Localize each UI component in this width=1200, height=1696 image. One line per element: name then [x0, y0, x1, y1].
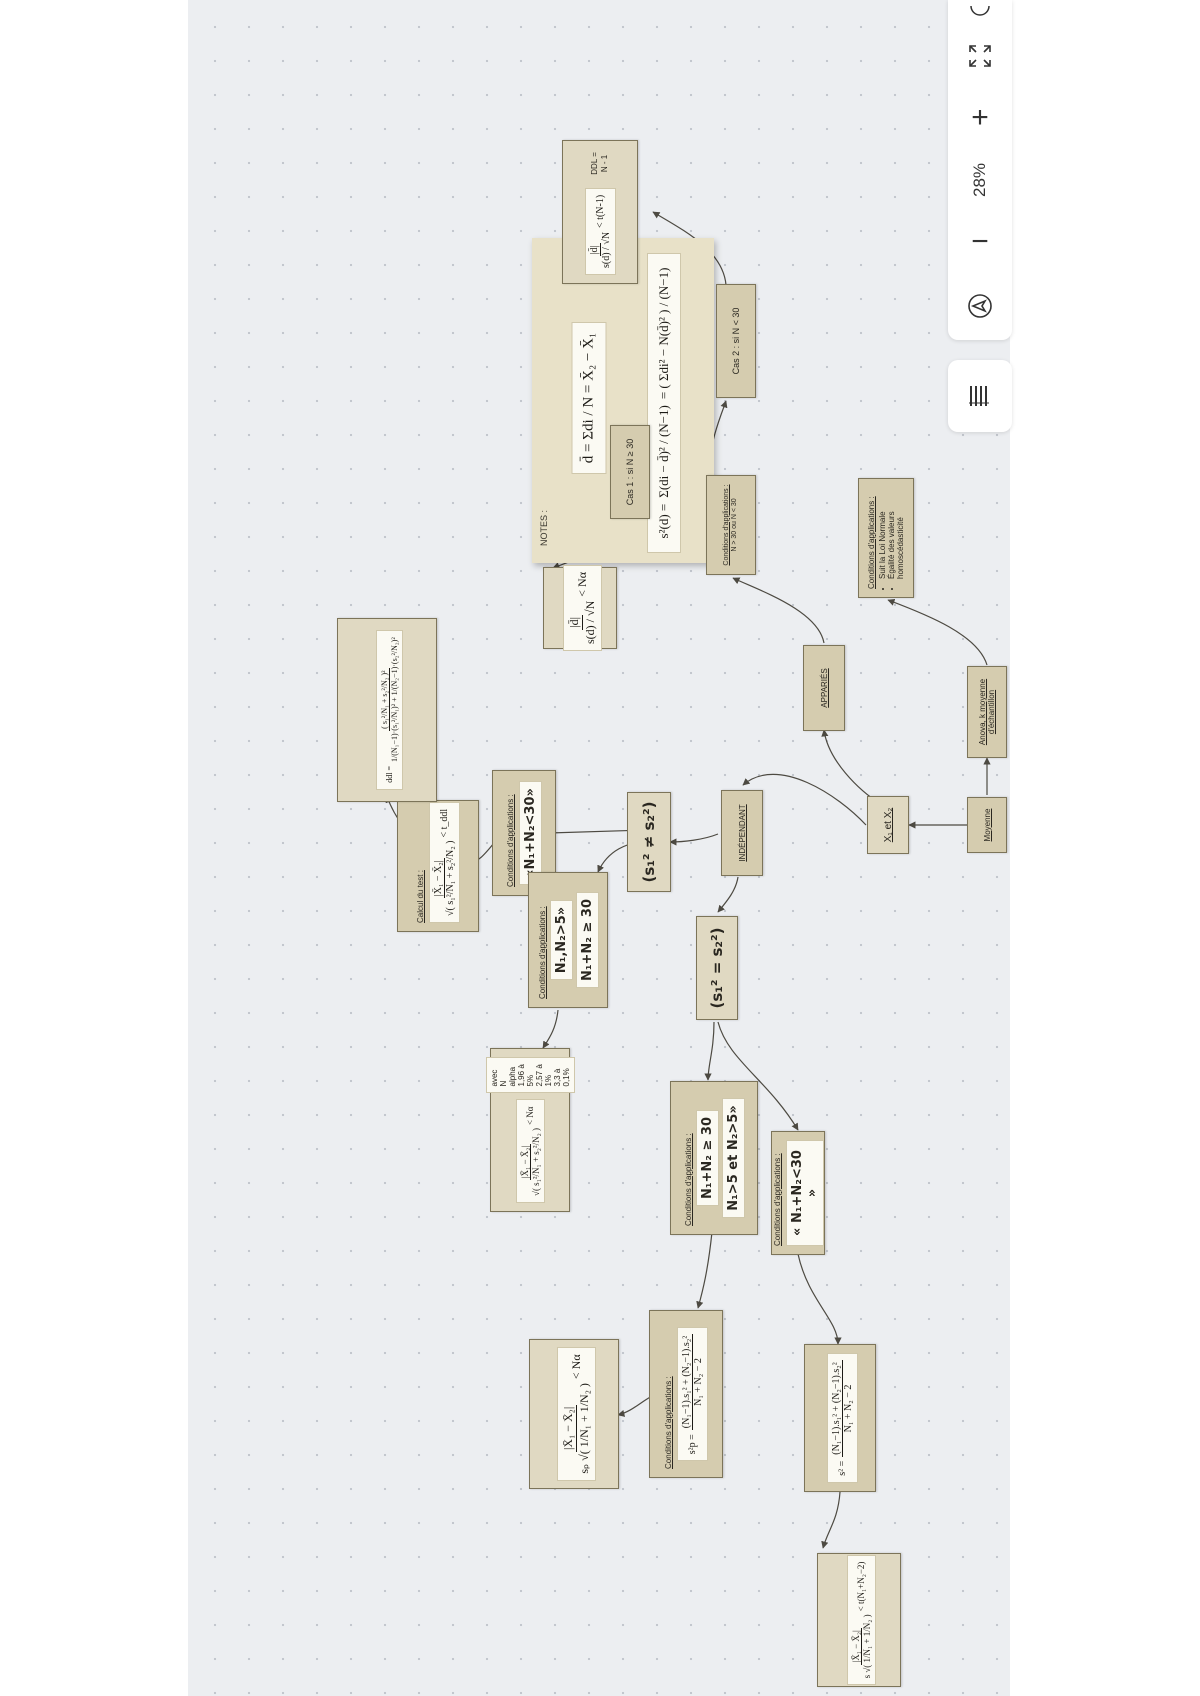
node-apparies-label: APPARIÉS	[819, 668, 829, 708]
calcul-test-label: Calcul du test :	[416, 870, 425, 923]
anova-conditions-list: Suit la Loi Normale Égalité des valeurs …	[878, 487, 905, 589]
node-anova[interactable]: Anova, k moyenne d'échantillon	[967, 666, 1007, 758]
alpha-row: 3,3 à 0,1%	[552, 1068, 571, 1087]
alpha-table-header: avec N alpha	[489, 1066, 517, 1087]
node-cas-2-formula[interactable]: |d̄|s(d) / √N < t(N-1) DDL = N - 1	[562, 140, 638, 284]
node-independant[interactable]: INDÉPENDANT	[721, 790, 763, 876]
node-apparies[interactable]: APPARIÉS	[803, 645, 845, 731]
node-conditions-c[interactable]: Conditions d'applications : N₁+N₂ ≥ 30 N…	[670, 1081, 758, 1235]
link-condd-s2	[797, 1253, 842, 1345]
conditions-d-label: Conditions d'applications :	[772, 1153, 782, 1246]
cas-1-label: Cas 1 : si N ≥ 30	[625, 438, 635, 506]
alpha-row: 2,57 à 1%	[534, 1064, 553, 1087]
anova-condition-item: Égalité des valeurs homoscédasticité	[887, 487, 905, 579]
node-alpha-table[interactable]: |X̄₁ − X̄₂|√( s₁²/N₁ + s₂²/N₂ ) < Nα ave…	[485, 1048, 575, 1212]
final-t-formula: |X̄₁ − X̄₂|s √( 1/N₁ + 1/N₂ ) < t(N₁+N₂−…	[846, 1554, 876, 1686]
node-s-equal[interactable]: (s₁² = s₂²)	[696, 916, 738, 1020]
conditions-c-line-1: N₁+N₂ ≥ 30	[695, 1109, 719, 1207]
link-independant-sunequal	[669, 833, 719, 846]
apparies-conditions-text: N > 30 ou N < 30	[730, 498, 738, 552]
node-cas-2[interactable]: Cas 2 : si N < 30	[716, 284, 756, 398]
link-condb-alpha	[542, 1009, 559, 1049]
conditions-b-label: Conditions d'applications :	[537, 906, 547, 999]
cas-2-ddl: DDL = N - 1	[590, 152, 609, 175]
node-calcul-test[interactable]: Calcul du test : |X̄₁ − X̄₂|√( s₁²/N₁ + …	[397, 800, 479, 932]
link-independant-sequal	[717, 876, 739, 913]
zoom-level-text: 28%	[970, 162, 989, 198]
conditions-b-line-1: N₁,N₂>5»	[549, 899, 573, 981]
node-x1-x2-label: X₁ et X₂	[882, 807, 894, 843]
node-cas-1[interactable]: Cas 1 : si N ≥ 30	[610, 425, 650, 519]
zoom-in-button[interactable]: +	[971, 101, 989, 134]
node-moyenne-label: Moyenne	[982, 808, 992, 842]
conditions-d-text: « N₁+N₂<30 »	[785, 1140, 824, 1246]
s-equal-label: (s₁² = s₂²)	[708, 927, 726, 1009]
link-s2-finalt	[821, 1491, 841, 1549]
list-icon	[969, 386, 989, 406]
node-anova-label: Anova, k moyenne d'échantillon	[978, 678, 996, 746]
navigate-icon[interactable]	[948, 286, 1012, 326]
outline-toggle[interactable]	[948, 360, 1012, 432]
link-anova-conditions	[887, 598, 988, 666]
sp-formula-label: Conditions d'applications :	[664, 1376, 673, 1469]
calcul-test-formula: |X̄₁ − X̄₂|√( s₁²/N₁ + s₂²/N₂ ) < t_ddl	[429, 801, 460, 923]
node-anova-conditions[interactable]: Conditions d'applications : Suit la Loi …	[858, 478, 914, 598]
alpha-table-formula: |X̄₁ − X̄₂|√( s₁²/N₁ + s₂²/N₂ ) < Nα	[515, 1099, 545, 1203]
cas-2-label: Cas 2 : si N < 30	[731, 307, 741, 375]
conditions-a-text: «N₁+N₂<30»	[519, 781, 542, 885]
conditions-c-label: Conditions d'applications :	[683, 1133, 693, 1226]
link-sequal-condc	[704, 1021, 715, 1081]
zoom-out-button[interactable]: −	[971, 225, 989, 258]
node-conditions-b[interactable]: Conditions d'applications : N₁,N₂>5» N₁+…	[528, 872, 608, 1008]
link-x1x2-independant	[742, 773, 867, 826]
alpha-table: avec N alpha 1,96 à 5% 2,57 à 1% 3,3 à 0…	[485, 1057, 575, 1094]
node-apparies-conditions[interactable]: Conditions d'applications : N > 30 ou N …	[706, 475, 756, 575]
conditions-a-label: Conditions d'applications :	[506, 794, 515, 887]
node-final-t[interactable]: |X̄₁ − X̄₂|s √( 1/N₁ + 1/N₂ ) < t(N₁+N₂−…	[817, 1553, 901, 1687]
zoom-toolbar: + 28% −	[948, 0, 1012, 340]
notes-formula-1: d̄ = Σdi / N = X̄₂ − X̄₁	[568, 248, 607, 548]
anova-condition-item: Suit la Loi Normale	[878, 487, 887, 579]
node-sp-formula[interactable]: Conditions d'applications : s²p = (N₁−1)…	[649, 1310, 723, 1478]
fit-screen-icon[interactable]	[948, 36, 1012, 76]
notes-title: NOTES :	[539, 509, 549, 547]
zoom-level: 28%	[948, 150, 1012, 210]
help-icon[interactable]	[948, 6, 1012, 20]
node-final-alpha[interactable]: |X̄₁ − X̄₂|sₚ √( 1/N₁ + 1/N₂ ) < Nα	[529, 1339, 619, 1489]
s-unequal-label: (s₁² ≠ s₂²)	[640, 801, 658, 883]
final-alpha-formula: |X̄₁ − X̄₂|sₚ √( 1/N₁ + 1/N₂ ) < Nα	[556, 1347, 596, 1481]
node-cas-1-formula[interactable]: |d̄|s(d) / √N < Nα	[543, 565, 617, 651]
apparies-conditions-label: Conditions d'applications :	[722, 484, 730, 566]
node-moyenne[interactable]: Moyenne	[967, 797, 1007, 853]
alpha-row: 1,96 à 5%	[516, 1064, 535, 1087]
node-s-unequal[interactable]: (s₁² ≠ s₂²)	[627, 792, 671, 892]
cas-2-formula: |d̄|s(d) / √N < t(N-1)	[584, 187, 616, 275]
conditions-b-line-2: N₁+N₂ ≥ 30	[575, 891, 599, 989]
anova-conditions-label: Conditions d'applications :	[867, 496, 876, 589]
connector-layer	[385, 211, 991, 1549]
link-apparies-conditions	[732, 577, 825, 644]
link-sequal-condd	[717, 1021, 799, 1131]
cas-1-formula: |d̄|s(d) / √N < Nα	[562, 565, 602, 651]
link-condc-sp	[696, 1231, 713, 1309]
node-x1-x2[interactable]: X₁ et X₂	[867, 796, 909, 854]
mindmap-canvas[interactable]: NOTES : d̄ = Σdi / N = X̄₂ − X̄₁ s²(d) =…	[188, 0, 1010, 1696]
node-conditions-d[interactable]: Conditions d'applications : « N₁+N₂<30 »	[771, 1131, 825, 1255]
node-independant-label: INDÉPENDANT	[737, 804, 747, 862]
link-x1x2-apparies	[821, 729, 883, 806]
conditions-c-line-2: N₁>5 et N₂>5»	[721, 1098, 745, 1218]
